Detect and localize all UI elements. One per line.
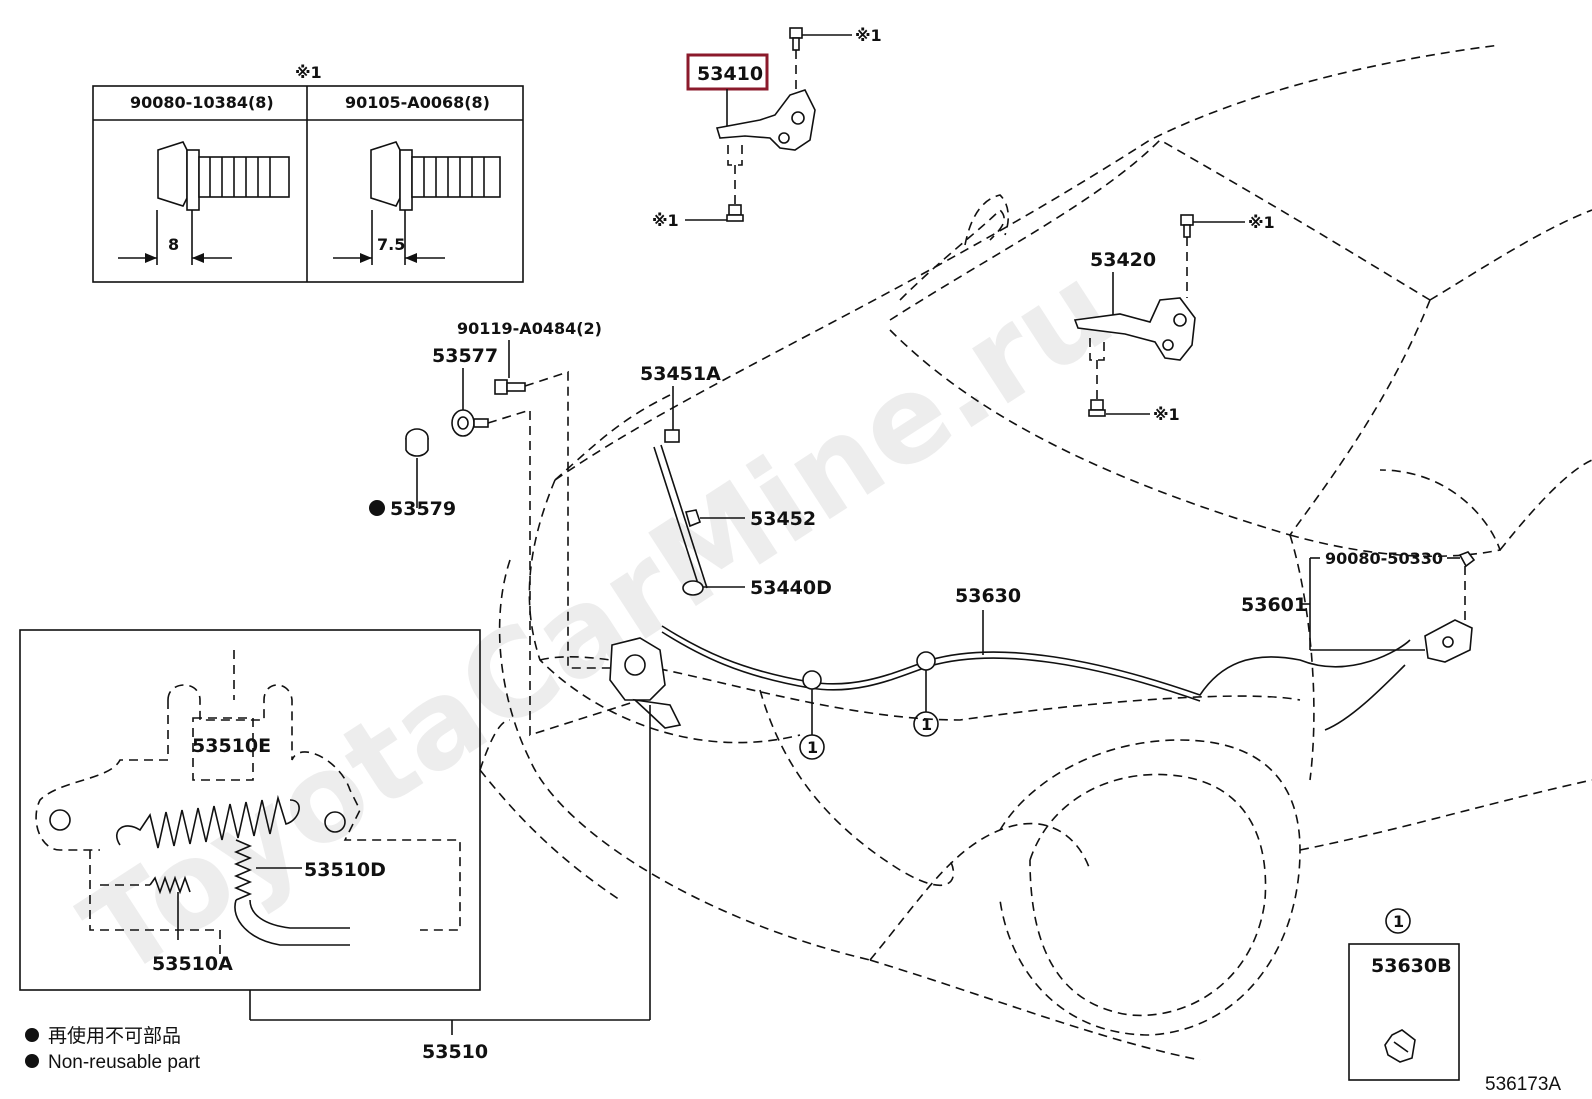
ref-circle-2-text: 1 (921, 715, 932, 734)
watermark: ToyotaCarMine.ru (60, 238, 1136, 1004)
legend-dot-2 (25, 1054, 39, 1068)
bolt-note-rh-bottom: ※1 (1153, 405, 1180, 424)
bolt-icon (494, 379, 526, 395)
label-53410: 53410 (697, 63, 763, 85)
ref-circle-1 (799, 734, 825, 760)
table-note-mark: ※1 (295, 63, 322, 82)
non-reusable-dot (369, 500, 385, 516)
bolt-note-left: ※1 (652, 211, 679, 230)
label-53577: 53577 (432, 345, 498, 367)
label-53510D: 53510D (304, 859, 386, 881)
label-90119: 90119-A0484(2) (457, 319, 602, 338)
label-90080-50330: 90080-50330 (1325, 549, 1443, 568)
main-spring (116, 794, 300, 849)
bolt-icon (1180, 214, 1194, 238)
diagram-code: 536173A (1485, 1074, 1561, 1095)
bolt-note-top: ※1 (855, 26, 882, 45)
table-dim-1: 8 (168, 235, 179, 254)
bolt-icon (789, 27, 803, 51)
label-53510E: 53510E (192, 735, 271, 757)
ref-circle-3-text: 1 (1393, 912, 1404, 931)
bolt-icon (1088, 399, 1106, 417)
legend-line-2: Non-reusable part (48, 1052, 201, 1073)
clamp-53630b-box: 1 53630B (1348, 908, 1460, 1081)
flange-bolt-icon (333, 141, 501, 265)
legend-line-1: 再使用不可部品 (48, 1025, 181, 1047)
bolt-note-rh-top: ※1 (1248, 213, 1275, 232)
table-border (92, 85, 524, 283)
label-53440D: 53440D (750, 577, 832, 599)
legend-dot-1 (25, 1028, 39, 1042)
flange-bolt-icon (118, 141, 290, 265)
label-53510: 53510 (422, 1041, 488, 1063)
bolt-table: ※1 90080-10384(8) 90105-A0068(8) 8 (92, 63, 524, 283)
small-spring (149, 875, 191, 895)
label-53601: 53601 (1241, 594, 1307, 616)
label-53451A: 53451A (640, 363, 721, 385)
inset-border (19, 629, 481, 991)
label-53630: 53630 (955, 585, 1021, 607)
release-lever: 90080-50330 53601 (1241, 549, 1476, 731)
lock-detail-inset: 53510E 53510D 53510A (19, 629, 481, 991)
ref-circle-1-text: 1 (807, 738, 818, 757)
label-53452: 53452 (750, 508, 816, 530)
label-53420: 53420 (1090, 249, 1156, 271)
table-part-2: 90105-A0068(8) (345, 93, 490, 112)
hood-support-rod: 53451A 53452 53440D (640, 363, 832, 599)
hood-hinge-lh: 53410 ※1 ※1 (652, 26, 882, 230)
release-cable: 53630 1 1 (661, 585, 1411, 760)
vehicle-outline (479, 44, 1592, 1061)
bolt-icon (726, 204, 744, 222)
ref-circle-2 (913, 711, 939, 737)
ref-circle-3 (1385, 908, 1411, 934)
hood-bumper-group: 90119-A0484(2) 53577 53579 (369, 319, 641, 737)
table-part-1: 90080-10384(8) (130, 93, 274, 112)
label-53510A: 53510A (152, 953, 233, 975)
label-53630B: 53630B (1371, 955, 1452, 977)
vertical-spring (233, 839, 253, 901)
hood-hinge-rh: 53420 ※1 ※1 (1073, 213, 1275, 424)
clamp-box-border (1348, 943, 1460, 1081)
hood-lock: 53510 (249, 637, 682, 1063)
table-dim-2: 7.5 (377, 235, 405, 254)
label-53579: 53579 (390, 498, 456, 520)
legend: 再使用不可部品 Non-reusable part (25, 1025, 201, 1073)
